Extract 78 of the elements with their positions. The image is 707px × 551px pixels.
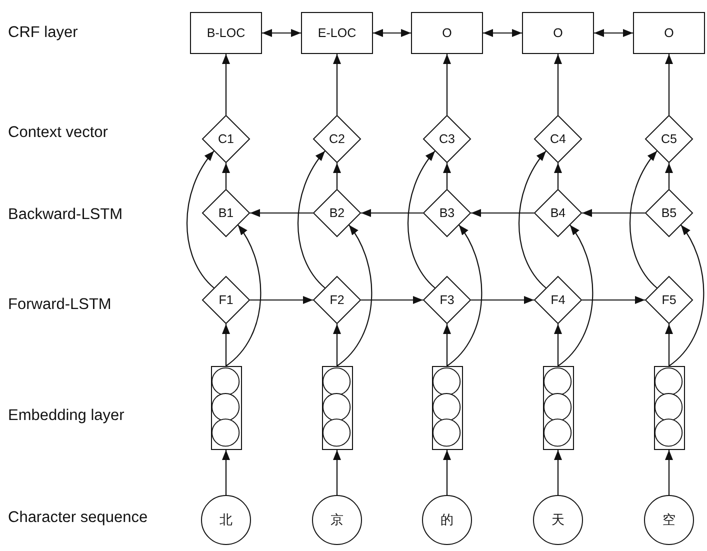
arrow [222,163,230,189]
crf-tag-box: O [633,12,705,54]
arrow [373,29,411,37]
character-circle: 空 [644,495,694,545]
arrow [665,450,673,495]
arrow [336,224,372,366]
arrow [668,224,704,366]
forward-lstm-diamond: F2 [313,276,361,324]
row-label: Forward-LSTM [8,296,112,314]
backward-lstm-diamond: B5 [645,189,693,237]
crf-tag-box: O [522,12,594,54]
context-diamond: C5 [645,115,693,163]
arrow [665,324,673,366]
arrow [361,209,423,217]
arrow [518,150,546,288]
arrow [443,54,451,115]
arrow [226,224,262,366]
row-label: Context vector [8,124,108,142]
arrow [471,209,534,217]
context-diamond: C1 [202,115,250,163]
arrow [443,450,451,495]
arrow [443,163,451,189]
arrow [554,324,562,366]
arrow [333,54,341,115]
arrow [443,324,451,366]
arrow [222,324,230,366]
arrow [665,163,673,189]
character-circle: 北 [201,495,251,545]
embedding-vector-drawing [322,366,352,450]
arrow [471,296,534,304]
arrow [186,150,214,288]
arrow [408,150,436,288]
character-circle: 的 [422,495,472,545]
arrow [222,450,230,495]
arrow [594,29,633,37]
crf-tag-box: O [411,12,483,54]
context-diamond: C4 [534,115,582,163]
embedding-vector-drawing [542,366,574,450]
backward-lstm-diamond: B3 [423,189,471,237]
arrow [361,296,423,304]
character-circle: 京 [312,495,362,545]
arrow [333,324,341,366]
arrow [558,224,594,366]
crf-tag-box: E-LOC [301,12,373,54]
forward-lstm-diamond: F3 [423,276,471,324]
context-diamond: C2 [313,115,361,163]
forward-lstm-diamond: F4 [534,276,582,324]
arrow [333,163,341,189]
arrow [665,54,673,115]
arrow [554,163,562,189]
arrow [446,224,482,366]
row-label: Character sequence [8,509,148,527]
embedding-vector-drawing [432,366,462,450]
arrow [554,450,562,495]
row-label: Backward-LSTM [8,206,123,224]
backward-lstm-diamond: B4 [534,189,582,237]
arrow [298,150,326,288]
arrow [554,54,562,115]
forward-lstm-diamond: F5 [645,276,693,324]
backward-lstm-diamond: B2 [313,189,361,237]
arrow [250,296,313,304]
arrow [630,150,658,288]
row-label: Embedding layer [8,407,124,425]
arrow [250,209,313,217]
arrow [333,450,341,495]
arrow [582,209,645,217]
backward-lstm-diamond: B1 [202,189,250,237]
arrow [483,29,522,37]
embedding-vector-drawing [210,366,242,450]
arrow [222,54,230,115]
character-circle: 天 [533,495,583,545]
arrow [262,29,301,37]
arrow [582,296,645,304]
context-diamond: C3 [423,115,471,163]
crf-tag-box: B-LOC [190,12,262,54]
embedding-vector-drawing [654,366,684,450]
row-label: CRF layer [8,24,78,42]
forward-lstm-diamond: F1 [202,276,250,324]
